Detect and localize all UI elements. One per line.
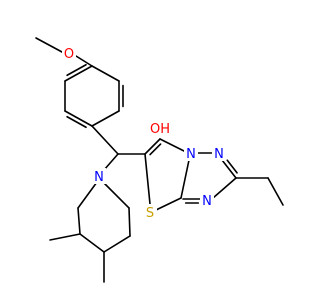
piperidine-bond-5	[128, 207, 131, 237]
benzene-bond-4	[64, 110, 93, 127]
piperidine-bond-1	[77, 181, 98, 209]
thiazole-c-n-bond	[180, 159, 190, 199]
triazole-n3-label: N	[202, 194, 212, 209]
piperidine-nitrogen-label: N	[94, 170, 104, 185]
thiazole-c6-n-bond	[159, 138, 187, 153]
benzene-bond-6-inner	[66, 63, 87, 77]
triazole-n2-label: N	[214, 147, 224, 162]
piperidine-bond-6	[102, 181, 130, 209]
triazole-n-c-bond	[221, 159, 237, 179]
triazole-c-n-bond	[212, 177, 237, 199]
ether-aryl-bond	[75, 55, 93, 67]
benzene-bond-1	[91, 65, 120, 82]
piperidine-bond-3	[79, 233, 105, 253]
thiazole-c5-c6-bond	[144, 138, 161, 155]
ethyl-bond-2	[267, 177, 284, 206]
atom-label-layer: O OH N N N S N	[62, 45, 226, 221]
molecule-structure: O OH N N N S N	[35, 37, 284, 283]
methine-piperidine-bond	[103, 153, 119, 171]
bond-layer	[35, 37, 284, 283]
thiazole-c5-c6-bond-inner	[149, 143, 162, 156]
benzene-bond-3	[91, 110, 120, 127]
thiazole-n1-label: N	[186, 147, 196, 162]
thiazole-c5-s-bond	[144, 153, 151, 205]
ether-oxygen-label: O	[64, 47, 74, 62]
benzene-bond-4-inner	[66, 115, 87, 129]
benzene-bond-6	[64, 65, 93, 82]
piperidine-bond-4	[103, 235, 131, 253]
piperidine-bond-2	[77, 207, 81, 235]
triazole-n-c-bond-inner	[226, 159, 238, 174]
thiazole-s-c-bond	[155, 197, 182, 211]
piperidine-methyl-left-bond	[49, 233, 81, 241]
methyl-ether-bond	[35, 37, 63, 53]
thiazole-sulfur-label: S	[146, 206, 154, 221]
hydroxyl-label: OH	[150, 122, 170, 137]
aryl-methine-bond	[91, 125, 119, 155]
